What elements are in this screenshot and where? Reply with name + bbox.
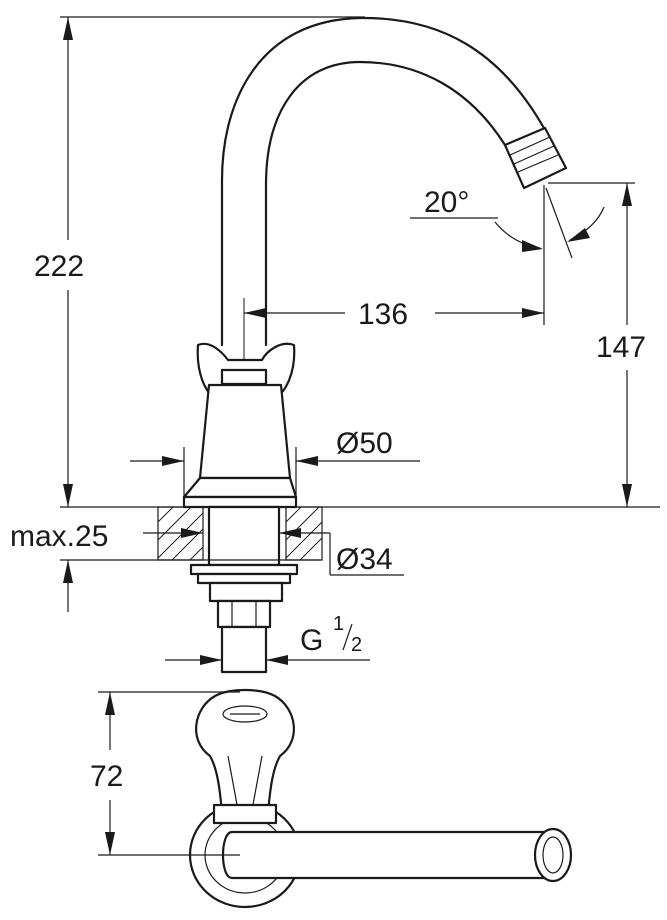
- faucet-top-view: 72: [90, 688, 573, 909]
- label-thread: G: [300, 624, 323, 657]
- label-thread-main: G: [300, 624, 323, 657]
- handle-top: [195, 688, 295, 814]
- handle-cap-mark: [222, 705, 268, 723]
- aerator: [503, 126, 568, 190]
- handle-collar: [220, 368, 268, 386]
- dim-max25: [63, 528, 203, 612]
- dim-222: [60, 16, 365, 507]
- dim-d50: [130, 447, 420, 497]
- body-flange: [182, 476, 298, 499]
- dim-72: [98, 691, 240, 856]
- shank: [207, 505, 281, 567]
- spout-top: [222, 830, 547, 880]
- label-222: 222: [34, 250, 84, 283]
- dim-147: [548, 182, 635, 507]
- label-72: 72: [90, 760, 123, 793]
- spout-outer: [220, 16, 547, 347]
- dim-d34: [279, 528, 404, 576]
- label-d50: Ø50: [336, 427, 393, 460]
- label-147: 147: [596, 331, 646, 364]
- label-max25: max.25: [10, 520, 108, 553]
- spout-inner: [264, 60, 507, 347]
- supply-tail: [220, 625, 268, 674]
- valve-body: [198, 383, 292, 480]
- dim-angle: [410, 187, 605, 259]
- label-angle: 20°: [424, 186, 469, 219]
- fixing-nut: [216, 599, 272, 629]
- dim-thread: [165, 655, 370, 665]
- dim-136: [244, 185, 545, 325]
- faucet-front-view: 222 136 147 20°: [10, 16, 660, 674]
- label-d34: Ø34: [336, 543, 393, 576]
- label-136: 136: [358, 298, 408, 331]
- label-thread-sub: 2: [351, 634, 362, 656]
- label-thread-sup: 1: [333, 613, 344, 635]
